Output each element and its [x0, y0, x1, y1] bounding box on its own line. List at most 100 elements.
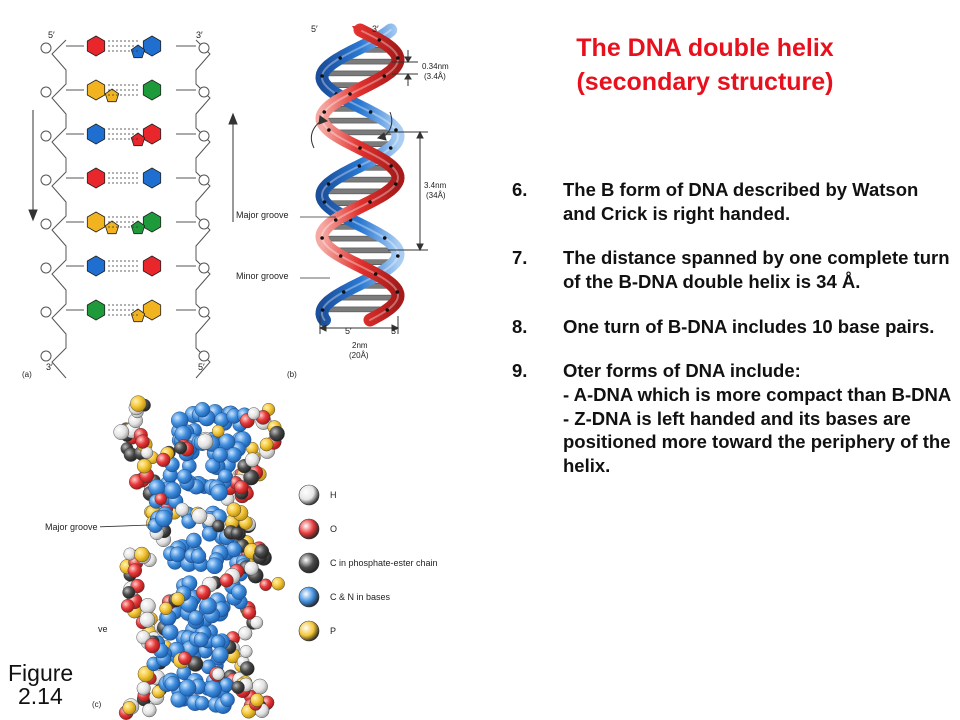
atom	[190, 548, 207, 564]
panel-b-major-groove-label: Major groove	[236, 210, 289, 220]
pitch-label: 3.4nm	[424, 181, 447, 190]
legend-label: O	[330, 524, 338, 534]
atom	[231, 584, 247, 600]
atom	[122, 585, 136, 599]
point-item: 6. The B form of DNA described by Watson…	[512, 178, 952, 225]
atom	[154, 492, 167, 506]
point-text: The B form of DNA described by Watson an…	[563, 179, 919, 224]
atom	[226, 541, 242, 558]
atom	[139, 598, 156, 614]
point-number: 6.	[512, 179, 528, 200]
point-text: Oter forms of DNA include:	[563, 360, 801, 382]
atom	[170, 691, 187, 708]
atom	[226, 447, 242, 463]
phosphate-circle	[198, 174, 210, 186]
panel-c-major-groove-label: Major groove	[45, 522, 98, 532]
atom	[231, 680, 245, 695]
point-item: 9. Oter forms of DNA include: - A-DNA wh…	[512, 359, 952, 477]
atom	[142, 703, 157, 718]
panel-b-rotation-arrows	[310, 111, 393, 149]
atom	[113, 424, 130, 440]
panel-b-strands	[315, 23, 405, 327]
width-label-angstrom: (20Å)	[349, 351, 369, 360]
base-ring	[142, 255, 162, 277]
phosphate-circle	[198, 130, 210, 142]
atom	[220, 692, 235, 707]
base-ring	[142, 79, 162, 101]
phosphate-circle	[198, 350, 210, 362]
atom	[204, 680, 222, 698]
panel-c-atoms	[113, 395, 285, 720]
atom	[254, 544, 270, 559]
panel-a-label: (a)	[22, 370, 32, 379]
legend-swatch	[298, 484, 320, 506]
atom	[163, 481, 182, 499]
base-ring	[142, 35, 162, 57]
point-subitem: - A-DNA which is more compact than B-DNA	[563, 384, 952, 406]
panel-a-top-right-label: 3′	[196, 30, 203, 40]
point-subitem: - Z-DNA is left handed and its bases are…	[563, 407, 951, 477]
panel-c-minor-groove-label: ve	[98, 624, 108, 634]
point-text: One turn of B-DNA includes 10 base pairs…	[563, 315, 935, 337]
panel-a-backbones	[40, 39, 211, 379]
point-number: 8.	[512, 315, 528, 337]
legend-swatch	[298, 552, 320, 574]
atom	[206, 557, 224, 575]
legend-item: O	[296, 516, 337, 542]
panel-b-bottom-left-label: 5′	[345, 326, 352, 336]
phosphate-circle	[40, 350, 52, 362]
panel-b-bottom-right-label: 3′	[391, 326, 398, 336]
base-ring	[86, 211, 106, 233]
atom	[238, 626, 253, 641]
pitch-label-angstrom: (34Å)	[426, 191, 446, 200]
atom	[244, 560, 259, 576]
key-points-list: 6. The B form of DNA described by Watson…	[512, 178, 952, 499]
point-text: The distance spanned by one complete tur…	[563, 247, 950, 293]
legend-swatch	[298, 586, 320, 608]
atom	[127, 563, 142, 578]
atom	[212, 447, 228, 463]
legend-label: C & N in bases	[330, 592, 391, 602]
atom	[212, 519, 225, 533]
point-number: 7.	[512, 247, 528, 269]
atom	[219, 573, 234, 588]
panel-a-strand-arrows	[28, 110, 238, 222]
atom	[199, 597, 217, 615]
atom	[156, 452, 171, 468]
atom	[179, 679, 197, 697]
base-ring	[142, 123, 162, 145]
atom	[135, 434, 150, 449]
point-item: 7. The distance spanned by one complete …	[512, 246, 952, 293]
atom	[233, 480, 249, 495]
atom	[188, 610, 204, 626]
atom	[174, 441, 188, 455]
panel-b-top-right-label: 3′	[372, 24, 379, 34]
atom	[136, 681, 151, 696]
width-label: 2nm	[352, 341, 368, 350]
point-text-group: Oter forms of DNA include: - A-DNA which…	[563, 359, 952, 477]
phosphate-circle	[198, 306, 210, 318]
phosphate-circle	[40, 130, 52, 142]
atom	[259, 578, 272, 592]
base-ring	[142, 211, 162, 233]
phosphate-circle	[198, 262, 210, 274]
panel-a-diagram	[28, 35, 238, 379]
atom	[239, 645, 253, 658]
atom	[211, 646, 229, 664]
panel-b-minor-groove-label: Minor groove	[236, 271, 289, 281]
atom	[139, 611, 156, 628]
legend-swatch	[298, 620, 320, 642]
atom	[269, 425, 285, 442]
atom	[186, 532, 202, 549]
atom	[120, 599, 135, 613]
atom	[245, 452, 260, 468]
atom	[210, 483, 228, 501]
atom	[239, 661, 255, 676]
figure-caption-word: Figure	[8, 660, 74, 686]
phosphate-circle	[40, 42, 52, 54]
atom	[171, 592, 185, 606]
atom	[226, 502, 242, 517]
base-ring	[86, 79, 106, 101]
atom	[196, 433, 214, 450]
legend-item: C & N in bases	[296, 584, 390, 610]
